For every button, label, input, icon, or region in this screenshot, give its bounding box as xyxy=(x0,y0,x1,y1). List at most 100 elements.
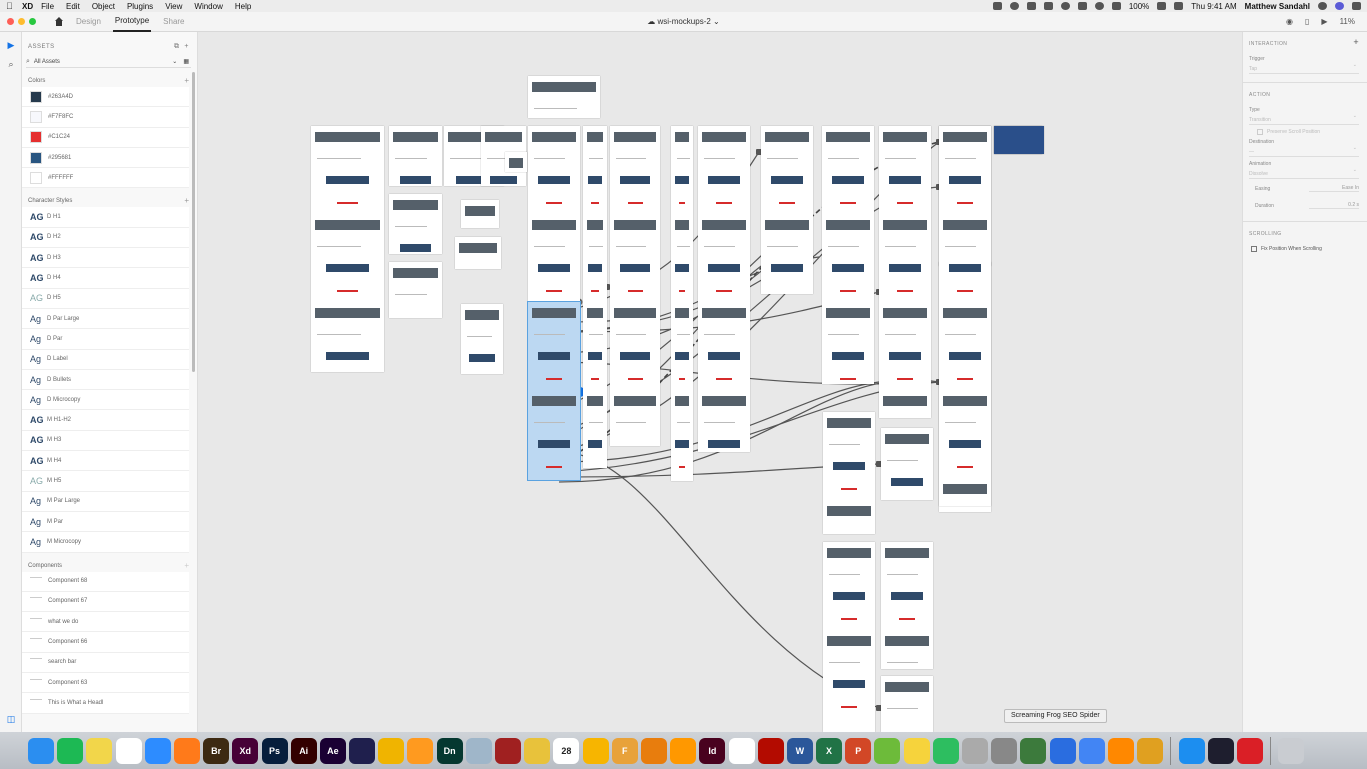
tab-design[interactable]: Design xyxy=(76,17,101,26)
preserve-scroll-checkbox[interactable]: Preserve Scroll Position xyxy=(1243,125,1367,135)
spotify-icon[interactable] xyxy=(57,737,84,764)
media-encoder-icon[interactable] xyxy=(349,737,376,764)
flag-icon[interactable] xyxy=(1174,2,1184,10)
artboard[interactable] xyxy=(881,428,933,500)
color-swatch-row[interactable]: #263A4D xyxy=(22,87,189,108)
chevron-down-icon[interactable]: ⌄ xyxy=(710,17,720,26)
trash-icon[interactable] xyxy=(1278,737,1305,764)
prototype-canvas[interactable] xyxy=(199,32,1242,732)
chrome-canary-icon[interactable] xyxy=(378,737,405,764)
component-row[interactable]: what we do xyxy=(22,612,189,633)
battery-icon[interactable] xyxy=(1157,2,1167,10)
zoom-level[interactable]: 11% xyxy=(1339,17,1355,26)
evernote-icon[interactable] xyxy=(932,737,959,764)
add-color-icon[interactable]: + xyxy=(184,76,189,85)
easing-select[interactable]: Ease In xyxy=(1309,185,1359,192)
add-component-icon[interactable]: + xyxy=(184,560,189,570)
vlc-icon[interactable] xyxy=(1107,737,1134,764)
safari-icon[interactable] xyxy=(1178,737,1205,764)
wire-endpoint[interactable] xyxy=(876,705,882,711)
artboard[interactable] xyxy=(583,126,607,468)
menu-plugins[interactable]: Plugins xyxy=(126,1,154,11)
tab-prototype[interactable]: Prototype xyxy=(112,11,152,32)
menu-help[interactable]: Help xyxy=(234,1,252,11)
sublime-icon[interactable] xyxy=(670,737,697,764)
preview-icon[interactable] xyxy=(465,737,492,764)
assets-panel-icon[interactable]: ◫ xyxy=(6,714,16,724)
quicktime-icon[interactable] xyxy=(1207,737,1234,764)
color-swatch-row[interactable]: #F7F8FC xyxy=(22,107,189,128)
zoom-tool-icon[interactable]: ⌕ xyxy=(8,59,14,69)
artboard[interactable] xyxy=(389,262,442,318)
transmit-icon[interactable] xyxy=(407,737,434,764)
select-tool-icon[interactable]: ▶ xyxy=(7,40,15,50)
calendar-icon[interactable]: 28 xyxy=(553,737,580,764)
fontlab-icon[interactable]: F xyxy=(611,737,638,764)
user-name[interactable]: Matthew Sandahl xyxy=(1244,1,1310,11)
artboard[interactable] xyxy=(389,126,442,186)
firefox-icon[interactable] xyxy=(173,737,200,764)
document-title[interactable]: wsi-mockups-2 xyxy=(657,17,711,26)
artboard[interactable] xyxy=(881,542,933,669)
screaming-frog-icon[interactable] xyxy=(874,737,901,764)
add-char-style-icon[interactable]: + xyxy=(184,196,189,206)
add-icon[interactable]: + xyxy=(184,43,189,50)
add-interaction-icon[interactable]: + xyxy=(1353,37,1359,47)
fix-position-checkbox[interactable]: Fix Position When Scrolling xyxy=(1243,242,1367,252)
word-icon[interactable]: W xyxy=(786,737,813,764)
home-icon[interactable] xyxy=(54,16,64,27)
grid-view-icon[interactable]: ▦ xyxy=(183,59,189,65)
indesign-icon[interactable]: Id xyxy=(699,737,726,764)
minimize-window-button[interactable] xyxy=(18,18,25,25)
artboard[interactable] xyxy=(879,126,931,418)
notification-center-icon[interactable] xyxy=(1352,2,1361,10)
menu-edit[interactable]: Edit xyxy=(66,1,80,11)
menu-window[interactable]: Window xyxy=(194,1,223,11)
creative-cloud-icon[interactable] xyxy=(1236,737,1263,764)
wire-endpoint[interactable] xyxy=(756,149,762,155)
photoshop-icon[interactable]: Ps xyxy=(261,737,288,764)
component-row[interactable]: Component 68 xyxy=(22,571,189,592)
artboard[interactable] xyxy=(461,304,503,374)
chevron-down-icon[interactable]: ⌄ xyxy=(172,59,178,65)
basketball-icon[interactable] xyxy=(1137,737,1164,764)
menu-view[interactable]: View xyxy=(165,1,183,11)
assets-filter[interactable]: ⌕ All Assets ⌄ ▦ xyxy=(26,56,191,68)
component-row[interactable]: This is What a Headl xyxy=(22,693,189,714)
system-prefs-icon[interactable] xyxy=(991,737,1018,764)
siri-icon[interactable] xyxy=(1335,2,1344,10)
firefox-dev-icon[interactable] xyxy=(1049,737,1076,764)
destination-select[interactable]: — xyxy=(1249,145,1359,157)
trigger-select[interactable]: Tap xyxy=(1249,62,1359,74)
close-window-button[interactable] xyxy=(7,18,14,25)
artboard[interactable] xyxy=(671,126,693,481)
artboard[interactable] xyxy=(822,126,874,384)
chrome-icon[interactable] xyxy=(1078,737,1105,764)
menu-object[interactable]: Object xyxy=(91,1,115,11)
artboard[interactable] xyxy=(823,542,875,732)
artboard[interactable] xyxy=(311,126,384,372)
artboard[interactable] xyxy=(455,237,501,269)
volume-icon[interactable] xyxy=(1111,2,1121,10)
wifi-icon[interactable] xyxy=(1094,2,1104,10)
sync-icon[interactable] xyxy=(1009,2,1019,10)
photo-booth-icon[interactable] xyxy=(495,737,521,764)
component-row[interactable]: search bar xyxy=(22,652,189,674)
component-row[interactable]: Component 63 xyxy=(22,673,189,694)
duration-select[interactable]: 0.2 s xyxy=(1309,202,1359,209)
powerpoint-icon[interactable]: P xyxy=(845,737,872,764)
1password-icon[interactable] xyxy=(728,737,755,764)
color-swatch-row[interactable]: #FFFFFF xyxy=(22,168,189,189)
cyberduck-2-icon[interactable] xyxy=(903,737,930,764)
type-select[interactable]: Transition xyxy=(1249,113,1359,125)
menu-file[interactable]: File xyxy=(41,1,55,11)
